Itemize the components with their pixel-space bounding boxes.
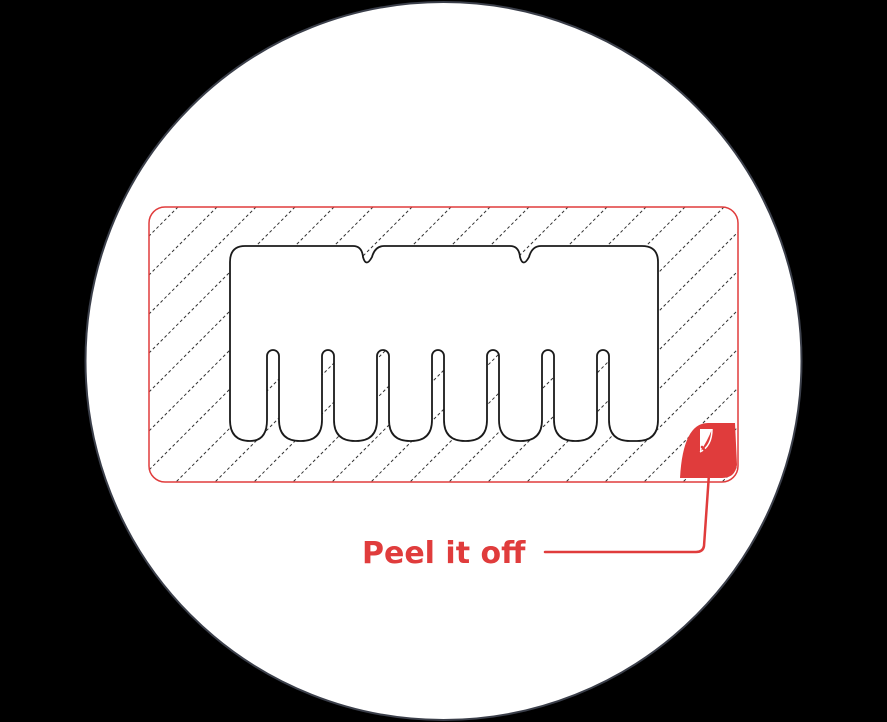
callout-leader-line <box>543 445 711 554</box>
peel-tab-icon <box>680 423 737 478</box>
comb-shaped-adhesive-part <box>229 245 659 442</box>
hatch-line <box>565 207 738 482</box>
hatch-line <box>149 207 335 482</box>
hatch-line <box>526 207 738 482</box>
hatch-line <box>149 207 296 482</box>
callout-label: Peel it off <box>362 536 526 571</box>
